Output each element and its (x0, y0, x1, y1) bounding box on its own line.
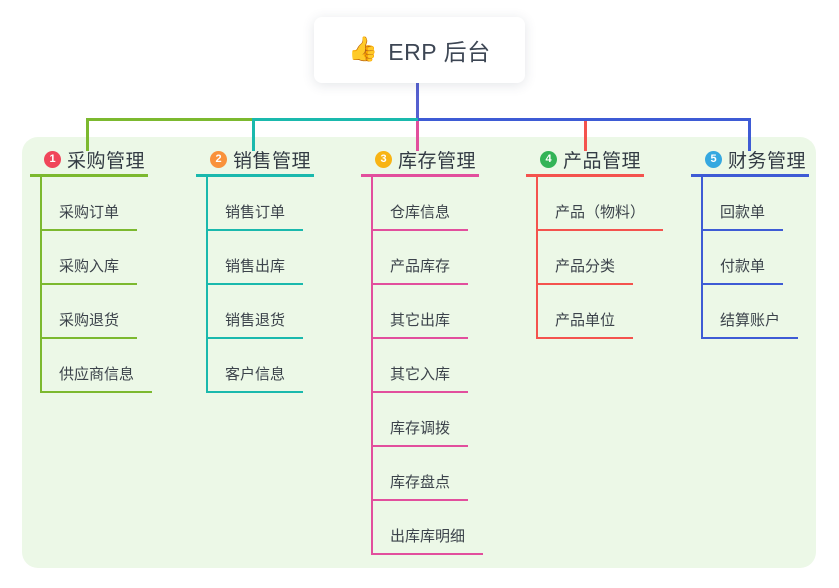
branch-purchase: 1 采购管理 采购订单 采购入库 采购退货 供应商信息 (30, 145, 153, 393)
branch-topic-product[interactable]: 4 产品管理 (526, 145, 644, 177)
connector-root-stem (416, 83, 419, 118)
branch-sales: 2 销售管理 销售订单 销售出库 销售退货 客户信息 (196, 145, 314, 393)
branch-topic-label: 财务管理 (728, 151, 807, 172)
branch-children: 采购订单 采购入库 采购退货 供应商信息 (40, 177, 153, 393)
child-topic[interactable]: 结算账户 (703, 285, 799, 339)
branch-topic-finance[interactable]: 5 财务管理 (691, 145, 809, 177)
branch-topic-sales[interactable]: 2 销售管理 (196, 145, 314, 177)
child-topic[interactable]: 仓库信息 (373, 177, 469, 231)
child-topic[interactable]: 供应商信息 (42, 339, 153, 393)
child-topic[interactable]: 客户信息 (208, 339, 304, 393)
branch-product: 4 产品管理 产品（物料） 产品分类 产品单位 (526, 145, 664, 339)
child-topic-label: 客户信息 (225, 366, 286, 383)
child-topic[interactable]: 库存盘点 (373, 447, 469, 501)
branch-children: 销售订单 销售出库 销售退货 客户信息 (206, 177, 314, 393)
connector-drop-purchase (86, 118, 89, 151)
branch-number-badge: 1 (44, 151, 61, 168)
connector-drop-finance (748, 118, 751, 151)
child-topic[interactable]: 库存调拨 (373, 393, 469, 447)
branch-topic-inventory[interactable]: 3 库存管理 (361, 145, 479, 177)
branch-children: 回款单 付款单 结算账户 (701, 177, 809, 339)
child-topic[interactable]: 销售订单 (208, 177, 304, 231)
child-topic[interactable]: 其它入库 (373, 339, 469, 393)
child-topic[interactable]: 销售出库 (208, 231, 304, 285)
branch-children: 产品（物料） 产品分类 产品单位 (536, 177, 664, 339)
branch-inventory: 3 库存管理 仓库信息 产品库存 其它出库 其它入库 库存调拨 库存盘点 出库库… (361, 145, 484, 555)
child-topic[interactable]: 采购订单 (42, 177, 138, 231)
child-topic[interactable]: 采购退货 (42, 285, 138, 339)
connector-bus-purchase (86, 118, 252, 121)
branch-number-badge: 4 (540, 151, 557, 168)
child-topic-label: 仓库信息 (390, 204, 451, 221)
connector-bus-finance (418, 118, 751, 121)
branch-finance: 5 财务管理 回款单 付款单 结算账户 (691, 145, 809, 339)
child-topic-label: 销售订单 (225, 204, 286, 221)
child-topic[interactable]: 产品分类 (538, 231, 634, 285)
child-topic[interactable]: 付款单 (703, 231, 784, 285)
child-topic-label: 其它出库 (390, 312, 451, 329)
branch-number-badge: 2 (210, 151, 227, 168)
child-topic[interactable]: 回款单 (703, 177, 784, 231)
branch-topic-label: 采购管理 (67, 151, 146, 172)
child-topic-label: 产品单位 (555, 312, 616, 329)
child-topic-label: 供应商信息 (59, 366, 135, 383)
child-topic-label: 出库库明细 (390, 528, 466, 545)
child-topic-label: 其它入库 (390, 366, 451, 383)
thumbs-up-icon: 👍 (348, 36, 379, 63)
child-topic-label: 结算账户 (720, 312, 781, 329)
child-topic-label: 付款单 (720, 258, 766, 275)
child-topic-label: 产品分类 (555, 258, 616, 275)
child-topic[interactable]: 产品库存 (373, 231, 469, 285)
connector-bus-sales (252, 118, 418, 121)
child-topic[interactable]: 产品（物料） (538, 177, 664, 231)
connector-drop-sales (252, 118, 255, 151)
connector-drop-inventory (416, 121, 419, 151)
branch-topic-label: 销售管理 (233, 151, 312, 172)
child-topic-label: 销售退货 (225, 312, 286, 329)
branch-topic-label: 产品管理 (563, 151, 642, 172)
branch-number-badge: 3 (375, 151, 392, 168)
branch-topic-label: 库存管理 (398, 151, 477, 172)
child-topic-label: 产品库存 (390, 258, 451, 275)
child-topic-label: 采购入库 (59, 258, 120, 275)
root-title: ERP 后台 (388, 39, 491, 65)
child-topic[interactable]: 其它出库 (373, 285, 469, 339)
child-topic-label: 采购退货 (59, 312, 120, 329)
branch-topic-purchase[interactable]: 1 采购管理 (30, 145, 148, 177)
child-topic[interactable]: 出库库明细 (373, 501, 484, 555)
root-node[interactable]: 👍 ERP 后台 (314, 17, 525, 83)
child-topic-label: 销售出库 (225, 258, 286, 275)
child-topic-label: 采购订单 (59, 204, 120, 221)
child-topic-label: 库存盘点 (390, 474, 451, 491)
child-topic-label: 回款单 (720, 204, 766, 221)
child-topic[interactable]: 销售退货 (208, 285, 304, 339)
canvas-panel (22, 137, 816, 568)
child-topic-label: 库存调拨 (390, 420, 451, 437)
child-topic[interactable]: 产品单位 (538, 285, 634, 339)
branch-number-badge: 5 (705, 151, 722, 168)
connector-drop-product (584, 121, 587, 151)
branch-children: 仓库信息 产品库存 其它出库 其它入库 库存调拨 库存盘点 出库库明细 (371, 177, 484, 555)
child-topic-label: 产品（物料） (555, 204, 646, 221)
child-topic[interactable]: 采购入库 (42, 231, 138, 285)
